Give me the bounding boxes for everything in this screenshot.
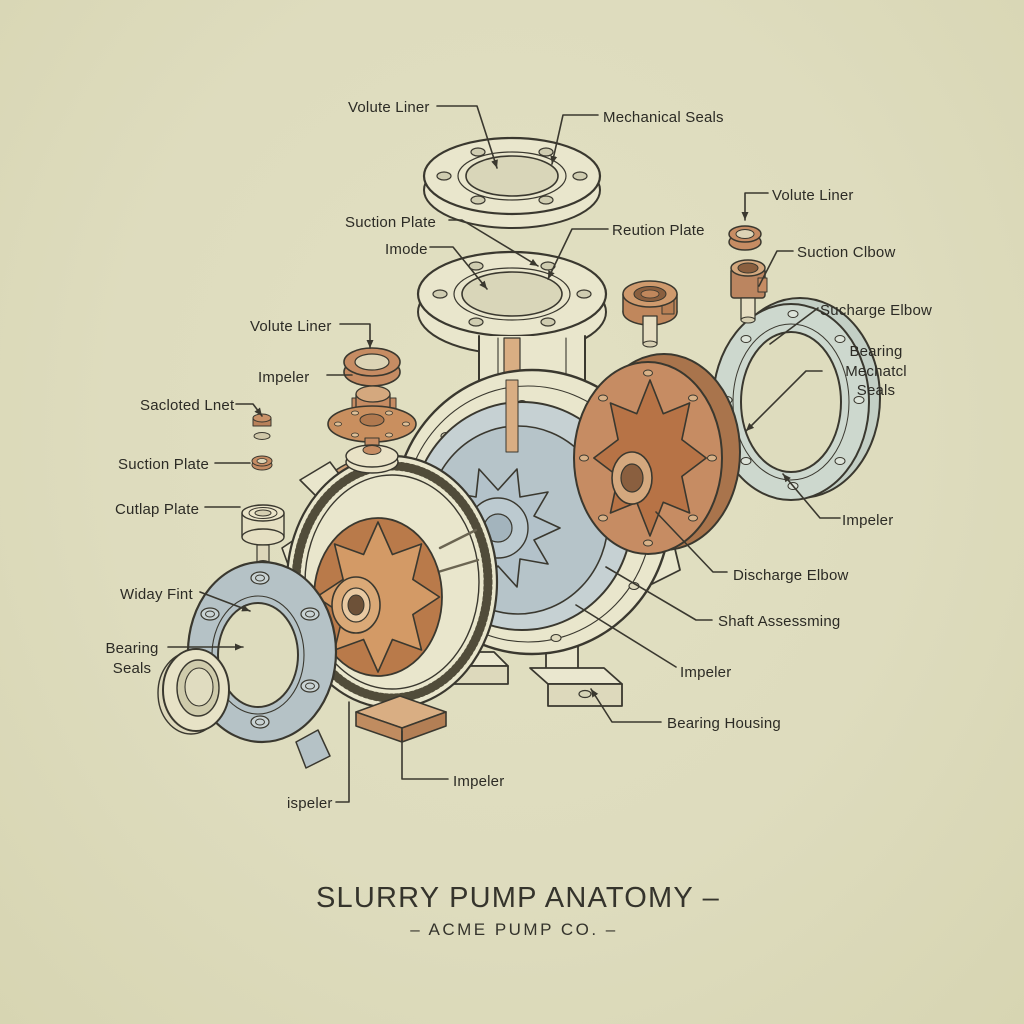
label-suction-clbow: Suction Clbow: [797, 244, 896, 261]
label-mechanical-seals: Mechanical Seals: [603, 109, 724, 126]
foot-bracket: [355, 695, 447, 743]
small-parts-right: [622, 225, 768, 348]
gasket-ring-right: [712, 297, 881, 501]
label-imode: Imode: [385, 241, 428, 258]
backplate-copper: [573, 353, 741, 555]
label-sacloted-lnet: Sacloted Lnet: [140, 397, 235, 414]
label-bearing-mechatcl-seals: Bearing Mechatcl Seals: [845, 343, 907, 399]
leader-lines: [167, 105, 841, 803]
label-suction-plate-left: Suction Plate: [118, 456, 209, 473]
small-parts-left: [241, 347, 417, 566]
diagram-title: SLURRY PUMP ANATOMY –: [316, 882, 720, 914]
label-impeler-right: Impeler: [842, 512, 894, 529]
label-bearing-seals: Bearing Seals: [105, 640, 159, 677]
impeller-orange: [313, 517, 443, 677]
label-widay-fint: Widay Fint: [120, 586, 193, 603]
label-impeler-left: Impeler: [258, 369, 310, 386]
label-sucharge-elbow: Sucharge Elbow: [820, 302, 933, 319]
label-volute-liner-left: Volute Liner: [250, 318, 332, 335]
label-volute-liner-right: Volute Liner: [772, 187, 854, 204]
label-shaft-assessming: Shaft Assessming: [718, 613, 841, 630]
label-impeler-bottom: Impeler: [453, 773, 505, 790]
suction-flange: [416, 250, 608, 355]
label-discharge-elbow: Discharge Elbow: [733, 567, 849, 584]
diagram-subtitle: – ACME PUMP CO. –: [410, 920, 618, 939]
label-cutlap-plate: Cutlap Plate: [115, 501, 200, 518]
seal-ring: [157, 648, 230, 735]
label-bearing-housing: Bearing Housing: [667, 715, 781, 732]
label-ispeler: ispeler: [287, 795, 333, 812]
label-impeler-center: Impeler: [680, 664, 732, 681]
label-volute-liner-top: Volute Liner: [348, 99, 430, 116]
top-flange: [422, 136, 602, 229]
label-reution-plate: Reution Plate: [612, 222, 705, 239]
label-suction-plate-top: Suction Plate: [345, 214, 436, 231]
